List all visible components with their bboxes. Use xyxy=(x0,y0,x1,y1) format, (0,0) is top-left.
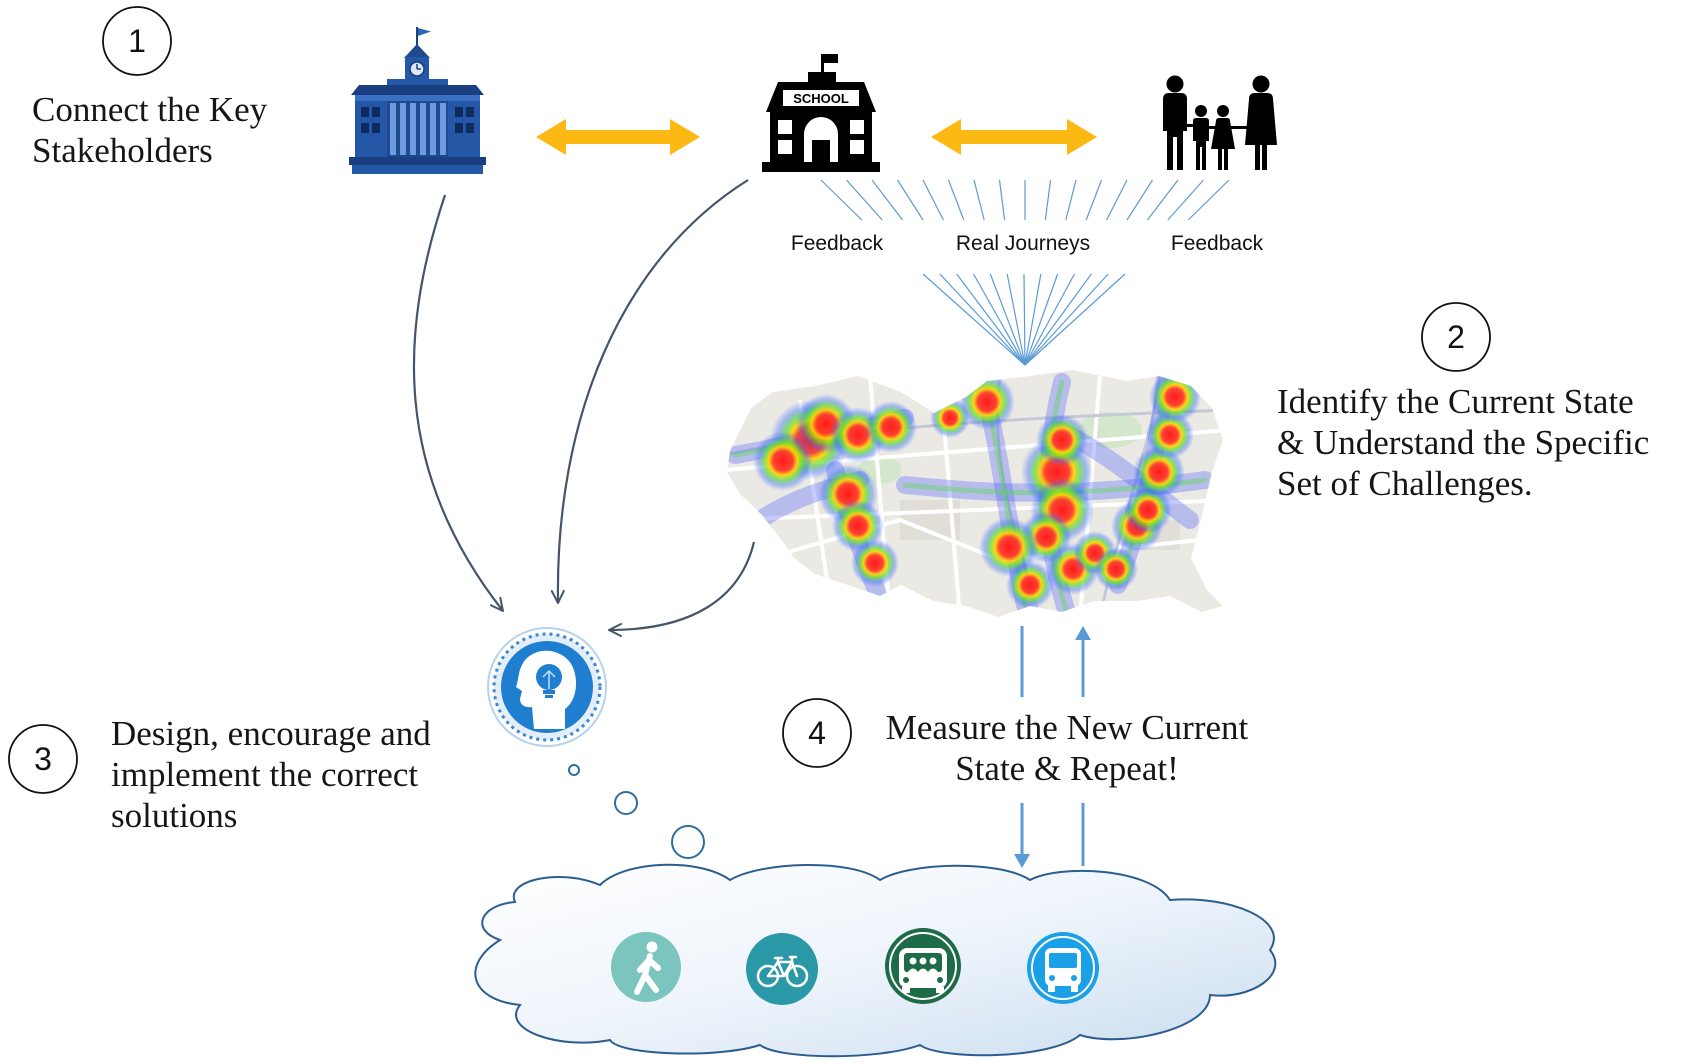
carpool-icon xyxy=(885,928,961,1004)
feedback-line xyxy=(1167,179,1204,221)
step-4-line: State & Repeat! xyxy=(955,749,1179,788)
flow-arrow-authority xyxy=(412,194,504,612)
feedback-line xyxy=(871,179,904,221)
school-sign-label: SCHOOL xyxy=(793,91,849,106)
journey-line xyxy=(1024,273,1059,366)
journey-line xyxy=(956,273,1026,366)
journey-line xyxy=(1024,273,1076,366)
feedback-line xyxy=(947,179,965,221)
step-3-circle xyxy=(8,724,78,794)
stakeholder-arrow-left xyxy=(536,119,700,155)
step-2-line: Identify the Current State xyxy=(1277,382,1634,421)
heat-spots xyxy=(753,371,1201,609)
step-3-text: Design, encourage and implement the corr… xyxy=(111,713,431,836)
walking-icon xyxy=(611,932,681,1002)
feedback-line xyxy=(820,179,863,221)
journey-line xyxy=(939,273,1026,366)
heat-spot xyxy=(865,401,917,453)
measure-arrow-up xyxy=(1075,626,1091,866)
step-4-badge: 4 xyxy=(782,698,852,768)
step-3-badge: 3 xyxy=(8,724,78,794)
thought-bubble-medium xyxy=(614,791,638,815)
journey-line xyxy=(922,273,1026,366)
feedback-line xyxy=(896,179,924,221)
stakeholder-arrow-right xyxy=(931,119,1097,155)
bus-icon xyxy=(1027,932,1099,1004)
step-1-number: 1 xyxy=(128,23,146,59)
journey-line xyxy=(1024,273,1042,366)
thought-bubble-large xyxy=(671,825,705,859)
journey-line xyxy=(1006,273,1026,366)
feedback-line xyxy=(998,179,1006,221)
measure-arrow-down xyxy=(1014,626,1030,868)
feedback-lines xyxy=(820,179,1230,221)
heat-spot xyxy=(930,398,970,438)
feedback-line xyxy=(1126,179,1154,221)
government-building-icon xyxy=(349,27,486,174)
heat-spot xyxy=(1006,561,1054,609)
step-2-line: & Understand the Specific xyxy=(1277,423,1650,462)
journey-lines xyxy=(922,273,1126,366)
heat-spot xyxy=(851,539,899,587)
feedback-line xyxy=(1085,179,1103,221)
step-3-number: 3 xyxy=(34,741,52,777)
measure-arrows xyxy=(1014,626,1091,868)
feedback-label-school: Feedback xyxy=(790,232,884,255)
step-2-number: 2 xyxy=(1447,319,1465,355)
bicycle-icon xyxy=(746,933,818,1005)
heatmap-icon xyxy=(727,370,1223,617)
step-1-line: Connect the Key xyxy=(32,90,268,129)
step-1-text: Connect the Key Stakeholders xyxy=(32,89,267,171)
heat-spot xyxy=(1146,411,1194,459)
step-4-text: Measure the New Current State & Repeat! xyxy=(857,707,1277,789)
feedback-line xyxy=(846,179,883,221)
step-2-text: Identify the Current State & Understand … xyxy=(1277,381,1649,504)
step-2-line: Set of Challenges. xyxy=(1277,464,1533,503)
step-2-badge: 2 xyxy=(1421,302,1491,372)
feedback-line xyxy=(1106,179,1128,221)
heat-spot xyxy=(1124,486,1172,534)
journey-line xyxy=(1024,273,1092,366)
step-3-line: implement the correct xyxy=(111,755,419,794)
step-4-number: 4 xyxy=(808,715,826,751)
feedback-line xyxy=(1187,179,1230,221)
journey-line xyxy=(1024,273,1109,366)
school-icon: SCHOOL xyxy=(762,54,880,172)
real-journeys-label: Real Journeys xyxy=(955,232,1091,255)
journey-line xyxy=(972,273,1026,366)
solutions-cloud xyxy=(474,863,1277,1058)
heat-spot xyxy=(832,500,884,552)
flow-arrows xyxy=(412,179,756,637)
journey-line xyxy=(989,273,1026,366)
step-3-line: Design, encourage and xyxy=(111,714,431,753)
step-4-circle xyxy=(782,698,852,768)
step-1-badge: 1 xyxy=(102,6,172,76)
flow-arrow-school xyxy=(550,179,749,604)
family-icon xyxy=(1163,75,1277,170)
feedback-line xyxy=(922,179,944,221)
thought-bubbles xyxy=(568,764,705,859)
feedback-line xyxy=(1044,179,1052,221)
flow-arrow-map xyxy=(608,541,756,637)
journey-line xyxy=(1023,273,1026,366)
heat-spot xyxy=(1094,547,1138,591)
heat-spot xyxy=(1133,446,1185,498)
feedback-line xyxy=(1065,179,1077,221)
lightbulb-head-icon xyxy=(487,627,607,747)
journey-line xyxy=(1024,273,1126,366)
feedback-label-family: Feedback xyxy=(1170,232,1264,255)
heat-spot xyxy=(1149,371,1201,423)
feedback-line xyxy=(973,179,985,221)
step-4-line: Measure the New Current xyxy=(885,708,1249,747)
step-3-line: solutions xyxy=(111,796,238,835)
step-2-circle xyxy=(1421,302,1491,372)
heat-spot xyxy=(1036,414,1088,466)
heat-spot xyxy=(753,431,813,491)
feedback-line xyxy=(1146,179,1179,221)
step-1-line: Stakeholders xyxy=(32,131,213,170)
thought-bubble-small xyxy=(568,764,580,776)
step-1-circle xyxy=(102,6,172,76)
